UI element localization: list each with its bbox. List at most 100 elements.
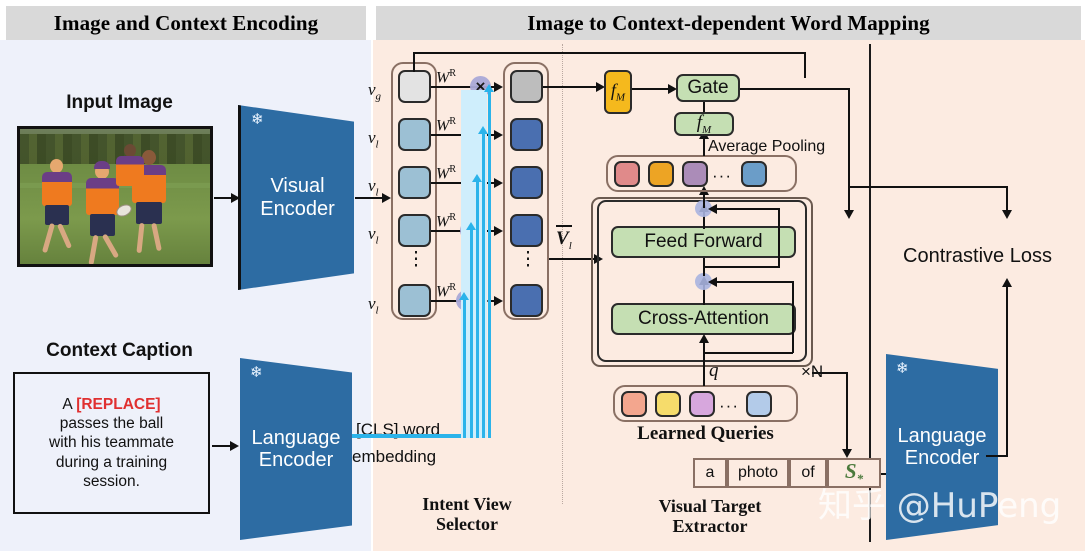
projection-label-2: WR: [436, 116, 456, 135]
snowflake-icon: ❄: [251, 111, 264, 128]
edge-fm-global-to-gate: [632, 88, 672, 90]
input-block-local-1: [398, 118, 431, 151]
fm-global-label: f: [610, 80, 616, 101]
residual-wire-1-v: [792, 281, 794, 353]
snowflake-icon: ❄: [250, 364, 263, 381]
arrowhead-proj-4: [494, 226, 503, 236]
input-block-global: [398, 70, 431, 103]
query-label: q: [709, 360, 719, 381]
caption-line4: during a training: [55, 453, 168, 471]
panel-divider: [371, 40, 373, 551]
output-block-vertical-dots: ⋮: [518, 249, 538, 270]
arrow-image-to-visual-encoder: [214, 197, 234, 199]
learned-queries-label: Learned Queries: [637, 423, 774, 444]
residual-wire-2-h: [712, 208, 780, 210]
context-caption-box[interactable]: A [REPLACE] passes the ball with his tea…: [13, 372, 210, 514]
edge-extractor-to-target: [846, 372, 848, 452]
arrowhead-extractor-to-target: [842, 449, 852, 458]
output-block-local-2: [510, 166, 543, 199]
target-token-sub: *: [856, 471, 864, 487]
learned-query-1: [621, 391, 647, 417]
learned-query-ellipsis: ···: [719, 396, 739, 415]
projection-label-1: WR: [436, 68, 456, 87]
output-block-local-4: [510, 284, 543, 317]
pooled-token-ellipsis: ···: [712, 166, 732, 185]
projection-label-3: WR: [436, 164, 456, 183]
prompt-token-photo: photo: [727, 458, 789, 488]
input-block-local-4: [398, 284, 431, 317]
arrowhead-fm-global-to-gate: [668, 84, 677, 94]
edge-topwire-h: [413, 52, 806, 54]
header-right: Image to Context-dependent Word Mapping: [376, 6, 1081, 40]
edge-gate-out-v: [848, 88, 850, 213]
output-block-global: [510, 70, 543, 103]
arrowhead-residual-1: [708, 277, 717, 287]
projection-label-4: WR: [436, 212, 456, 231]
gate-block[interactable]: Gate: [676, 74, 740, 102]
cls-flow-line-4: [482, 130, 485, 438]
section-divider-dotted: [562, 44, 563, 504]
feed-forward-block[interactable]: Feed Forward: [611, 226, 796, 258]
edge-cross-to-add: [703, 281, 705, 305]
output-block-local-1: [510, 118, 543, 151]
token-label-vl2: vl: [368, 176, 379, 199]
edge-pool-to-fm-mid: [703, 136, 705, 156]
edge-extractor-to-target-top: [812, 372, 848, 374]
learned-query-4: [746, 391, 772, 417]
edge-proj-5a: [431, 300, 463, 302]
arrowhead-proj-1: [494, 82, 503, 92]
edge-fm-mid-to-gate: [703, 94, 705, 112]
fm-middle-label: f: [696, 112, 703, 134]
header-left: Image and Context Encoding: [6, 6, 366, 40]
edge-spine-1: [703, 336, 705, 358]
token-label-vg: vg: [368, 80, 382, 103]
fm-global-sub: M: [615, 91, 626, 104]
fm-projection-middle[interactable]: fM: [674, 112, 734, 136]
language-encoder-right[interactable]: ❄ Language Encoder: [886, 354, 998, 540]
visual-encoder[interactable]: ❄ Visual Encoder: [238, 105, 354, 290]
cls-flow-line-1: [463, 296, 466, 438]
caption-line1-prefix: A: [62, 396, 77, 414]
arrowhead-caption-to-language-encoder: [230, 441, 239, 451]
edge-ff-to-add2: [703, 209, 705, 229]
prompt-token-a: a: [693, 458, 727, 488]
learned-query-3: [689, 391, 715, 417]
edge-gate-out-h: [740, 88, 850, 90]
language-encoder-left[interactable]: ❄ Language Encoder: [240, 358, 352, 540]
cross-attention-block[interactable]: Cross-Attention: [611, 303, 796, 335]
fm-projection-global[interactable]: fM: [604, 70, 632, 114]
input-block-vertical-dots: ⋮: [406, 249, 426, 270]
language-encoder-left-line2: Encoder: [258, 449, 334, 471]
visual-target-extractor-title-line2: Extractor: [672, 515, 748, 536]
visual-target-extractor-title-line1: Visual Target: [658, 496, 762, 516]
language-encoder-left-line1: Language: [251, 426, 341, 449]
visual-target-extractor-title: Visual Target Extractor: [620, 496, 800, 537]
arrowhead-proj-3: [494, 178, 503, 188]
arrowhead-proj-5: [494, 296, 503, 306]
learned-queries-group: [613, 385, 798, 422]
edge-topwire-down: [804, 52, 806, 78]
intent-view-selector-title-line1: Intent View: [422, 494, 512, 514]
visual-encoder-line1: Visual: [270, 175, 325, 198]
pooled-token-4: [741, 161, 767, 187]
language-encoder-right-line1: Language: [897, 424, 987, 447]
cls-flow-arrowhead-2: [466, 222, 476, 230]
residual-wire-2-b: [703, 266, 780, 268]
intent-view-selector-title: Intent View Selector: [382, 494, 552, 535]
projection-label-5: WR: [436, 282, 456, 301]
contrastive-loss-label: Contrastive Loss: [903, 245, 1052, 267]
pooled-token-group: [606, 155, 797, 192]
pooled-token-2: [648, 161, 674, 187]
arrowhead-gate-to-loss: [844, 210, 854, 219]
residual-wire-1-b: [703, 352, 793, 354]
edge-block-to-pool: [703, 192, 705, 208]
arrowhead-global-to-fm: [596, 82, 605, 92]
learned-query-2: [655, 391, 681, 417]
edge-lang-out-h: [986, 455, 1008, 457]
input-image-photo: [17, 126, 213, 267]
output-token-group: [503, 62, 549, 320]
pooled-token-1: [614, 161, 640, 187]
cls-flow-horizontal: [352, 434, 472, 438]
input-block-local-2: [398, 166, 431, 199]
